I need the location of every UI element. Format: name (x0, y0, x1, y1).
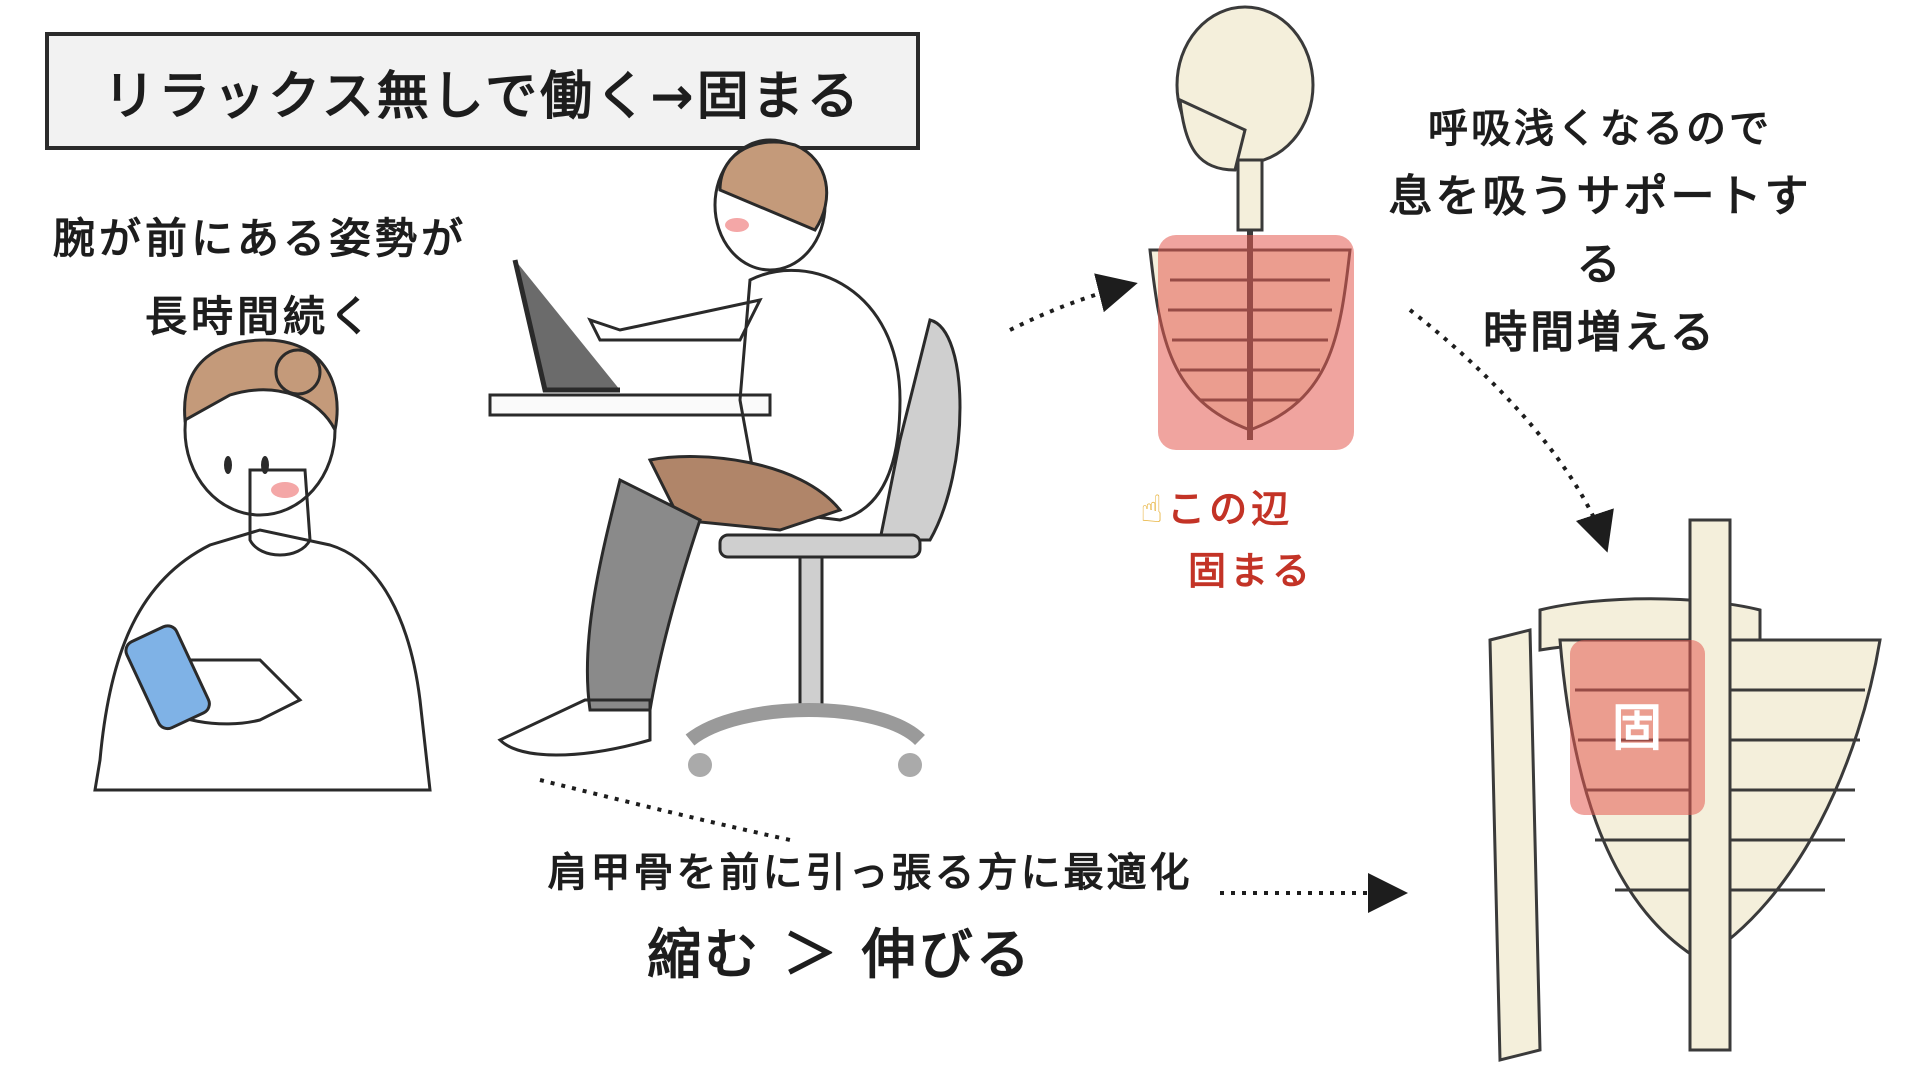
woman-at-laptop-illustration (488, 138, 962, 777)
scapula-caption: 肩甲骨を前に引っ張る方に最適化 (547, 850, 1193, 896)
title-box: リラックス無しで働く→固まる (45, 32, 920, 150)
stiff-label-line1: この辺 (1167, 487, 1294, 531)
posture-caption-line1: 腕が前にある姿勢が (52, 214, 467, 263)
woman-with-phone-illustration (93, 338, 432, 792)
pointing-finger-icon: ☝ (1140, 487, 1168, 531)
arrow-from-phone-woman (539, 778, 791, 842)
title: リラックス無しで働く→固まる (103, 66, 862, 127)
breathing-caption-line2: 息を吸うサポートする (1388, 171, 1812, 290)
breathing-caption-line3: 時間増える (1483, 307, 1717, 358)
breathing-caption: 呼吸浅くなるので 息を吸うサポートする 時間増える (1370, 95, 1830, 367)
arrow-to-spine (1009, 273, 1138, 332)
stiff-label: ☝この辺 固まる (1140, 478, 1340, 602)
contraction-caption: 縮む ＞ 伸びる (647, 923, 1033, 986)
posture-caption-line2: 長時間続く (144, 292, 375, 341)
chest-stiff-label: 固 (1612, 699, 1662, 757)
breathing-caption-line1: 呼吸浅くなるので (1428, 106, 1772, 152)
ribcage-front-illustration: 固 (1488, 518, 1882, 1062)
posture-caption: 腕が前にある姿勢が 長時間続く (20, 200, 500, 356)
spine-ribcage-illustration (1148, 5, 1354, 450)
arrow-to-ribcage (1408, 308, 1614, 553)
stiff-label-line2: 固まる (1188, 549, 1315, 593)
